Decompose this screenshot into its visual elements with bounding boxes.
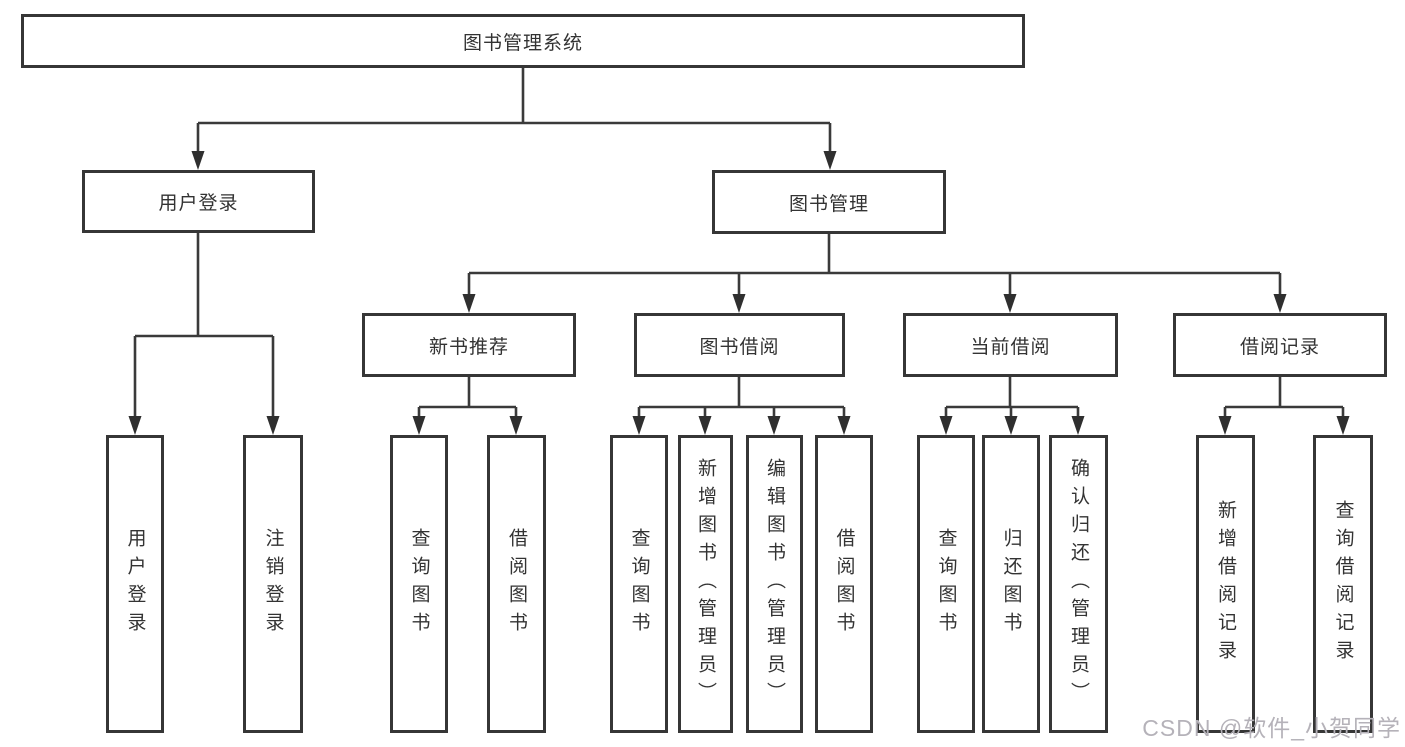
node-root: 图书管理系统 <box>21 14 1025 68</box>
node-current-borrowing: 当前借阅 <box>903 313 1118 377</box>
leaf-label: 新增图书（管理员） <box>695 458 716 710</box>
leaf-current-confirm-return-admin: 确认归还（管理员） <box>1049 435 1108 733</box>
node-book-borrowing: 图书借阅 <box>634 313 845 377</box>
node-book-management: 图书管理 <box>712 170 946 234</box>
node-new-book-label: 新书推荐 <box>428 336 509 358</box>
leaf-user-login: 用户登录 <box>106 435 164 733</box>
node-user-login: 用户登录 <box>82 170 315 233</box>
leaf-label: 查询图书 <box>935 528 957 640</box>
arrowhead-icons <box>128 151 1350 435</box>
leaf-current-query-books: 查询图书 <box>917 435 975 733</box>
leaf-label: 借阅图书 <box>833 528 855 640</box>
csdn-watermark: CSDN @软件_小贺同学 <box>1142 715 1401 741</box>
leaf-logout-login: 注销登录 <box>243 435 303 733</box>
leaf-label: 新增借阅记录 <box>1215 500 1236 668</box>
leaf-label: 编辑图书（管理员） <box>764 458 785 710</box>
node-book-management-label: 图书管理 <box>788 193 869 215</box>
leaf-label: 归还图书 <box>1000 528 1022 640</box>
node-current-borrowing-label: 当前借阅 <box>970 336 1051 358</box>
leaf-label: 注销登录 <box>262 528 284 640</box>
leaf-borrow-add-books-admin: 新增图书（管理员） <box>678 435 733 733</box>
leaf-label: 查询借阅记录 <box>1332 500 1354 668</box>
leaf-current-return-books: 归还图书 <box>982 435 1040 733</box>
leaf-newbook-borrow-books: 借阅图书 <box>487 435 546 733</box>
node-book-borrowing-label: 图书借阅 <box>699 336 780 358</box>
leaf-newbook-query-books: 查询图书 <box>390 435 448 733</box>
leaf-borrow-query-books: 查询图书 <box>610 435 668 733</box>
leaf-records-add-record: 新增借阅记录 <box>1196 435 1255 733</box>
node-new-book-recommendation: 新书推荐 <box>362 313 576 377</box>
leaf-label: 确认归还（管理员） <box>1068 458 1089 710</box>
leaf-borrow-edit-books-admin: 编辑图书（管理员） <box>746 435 803 733</box>
leaf-label: 借阅图书 <box>506 528 527 640</box>
node-borrowing-records-label: 借阅记录 <box>1239 336 1320 358</box>
node-user-login-label: 用户登录 <box>158 193 239 214</box>
leaf-label: 查询图书 <box>628 528 650 640</box>
node-borrowing-records: 借阅记录 <box>1173 313 1387 377</box>
leaf-label: 查询图书 <box>408 528 430 640</box>
leaf-records-query-record: 查询借阅记录 <box>1313 435 1373 733</box>
node-root-label: 图书管理系统 <box>462 32 583 54</box>
leaf-borrow-borrow-books: 借阅图书 <box>815 435 873 733</box>
leaf-label: 用户登录 <box>124 528 146 640</box>
